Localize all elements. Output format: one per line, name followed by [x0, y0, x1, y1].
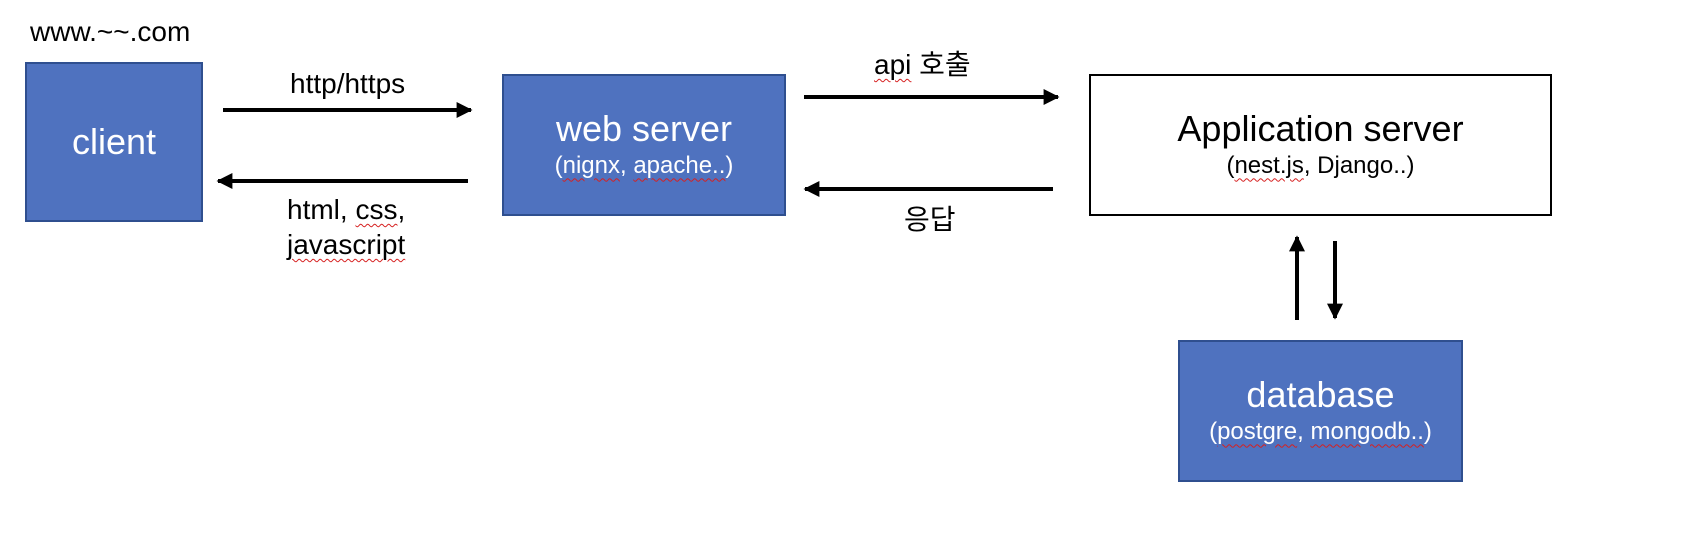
database-subtitle: (postgre, mongodb..): [1209, 418, 1432, 446]
client-node: client: [25, 62, 203, 222]
web-server-subtitle: (nignx, apache..): [554, 152, 734, 180]
url-label: www.~~.com: [30, 16, 191, 47]
web-server-title: web server: [555, 107, 733, 149]
database-node: database (postgre, mongodb..): [1178, 340, 1463, 482]
application-server-subtitle: (nest.js, Django..): [1226, 152, 1415, 180]
api-call-label: api 호출: [874, 49, 971, 80]
html-css-js-label: html, css, javascript: [287, 194, 406, 260]
response-label: 응답: [904, 204, 956, 235]
database-title: database: [1246, 373, 1395, 415]
application-server-title: Application server: [1177, 107, 1464, 149]
application-server-node: Application server (nest.js, Django..): [1089, 74, 1552, 216]
client-title: client: [71, 121, 157, 163]
http-https-label: http/https: [290, 68, 406, 99]
web-server-node: web server (nignx, apache..): [502, 74, 786, 216]
